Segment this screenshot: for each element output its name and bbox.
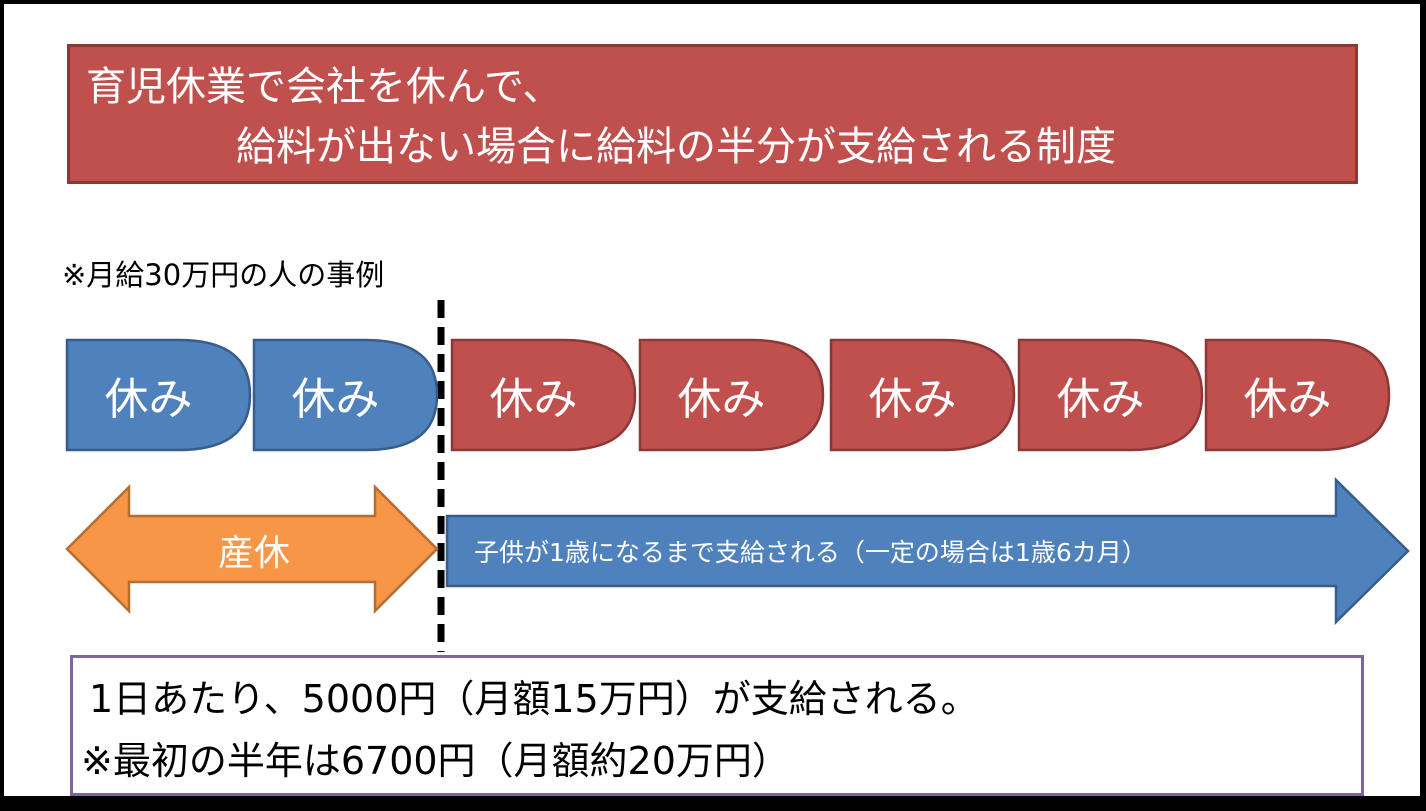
childcare-rest-block (450, 338, 637, 452)
summary-line-2: ※最初の半年は6700円（月額約20万円） (81, 739, 790, 783)
childcare-rest-block (638, 338, 825, 452)
summary-box: 1日あたり、5000円（月額15万円）が支給される。 ※最初の半年は6700円（… (70, 655, 1364, 796)
maternity-rest-block (252, 338, 439, 452)
childcare-rest-block (1204, 338, 1391, 452)
title-box: 育児休業で会社を休んで、 給料が出ない場合に給料の半分が支給される制度 (67, 44, 1358, 184)
summary-line-1: 1日あたり、5000円（月額15万円）が支給される。 (89, 677, 979, 721)
benefit-period-label: 子供が1歳になるまで支給される（一定の場合は1歳6カ月） (474, 538, 1147, 567)
maternity-leave-label: 産休 (217, 533, 291, 574)
childcare-rest-block (829, 338, 1016, 452)
rest-block-label: 休み (291, 374, 380, 425)
childcare-benefit-arrow (445, 477, 1410, 625)
title-line-1: 育児休業で会社を休んで、 (86, 64, 563, 110)
rest-block-label: 休み (677, 374, 766, 425)
rest-block-label: 休み (1243, 374, 1332, 425)
rest-block-label: 休み (104, 374, 193, 425)
childcare-rest-block (1017, 338, 1204, 452)
example-note: ※月給30万円の人の事例 (62, 258, 385, 292)
rest-block-label: 休み (489, 374, 578, 425)
title-line-2: 給料が出ない場合に給料の半分が支給される制度 (236, 124, 1116, 170)
maternity-leave-double-arrow (65, 483, 439, 615)
rest-block-label: 休み (868, 374, 957, 425)
maternity-rest-block (65, 338, 252, 452)
rest-block-label: 休み (1056, 374, 1145, 425)
slide: 育児休業で会社を休んで、 給料が出ない場合に給料の半分が支給される制度 ※月給3… (4, 4, 1420, 796)
diagram-shapes (65, 300, 1410, 652)
